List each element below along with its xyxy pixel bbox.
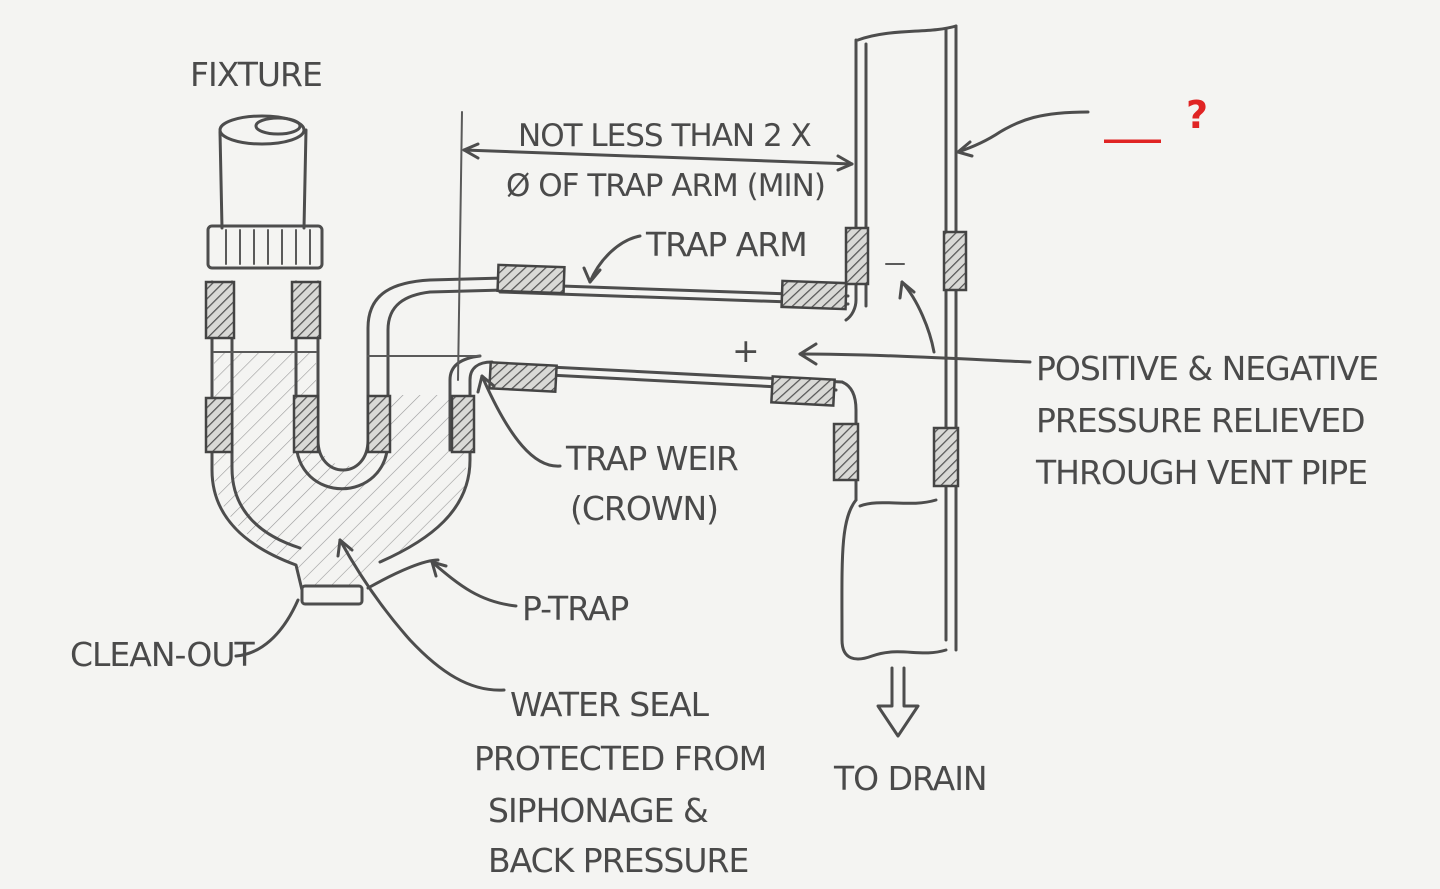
label-pressure-line2: PRESSURE RELIEVED <box>1036 401 1365 440</box>
label-to-drain: TO DRAIN <box>833 759 987 798</box>
label-water-seal-line2: PROTECTED FROM <box>474 739 766 778</box>
label-trap-weir-line2: (CROWN) <box>570 489 718 528</box>
leader-lines <box>234 110 1090 692</box>
label-unknown-blank: ___ <box>1104 99 1161 143</box>
dimension-indicator <box>457 111 854 381</box>
label-dimension-line1: NOT LESS THAN 2 X <box>518 118 812 154</box>
plus-sign: + <box>732 331 759 370</box>
label-trap-arm: TRAP ARM <box>645 225 807 264</box>
label-pressure-line3: THROUGH VENT PIPE <box>1035 453 1367 492</box>
label-fixture: FIXTURE <box>190 55 322 94</box>
label-trap-weir-line1: TRAP WEIR <box>565 439 738 478</box>
stack-vent-pipe <box>840 24 968 738</box>
p-trap-body <box>204 276 506 606</box>
label-water-seal-line4: BACK PRESSURE <box>488 841 748 880</box>
label-dimension-line2: Ø OF TRAP ARM (MIN) <box>506 168 825 204</box>
label-p-trap: P-TRAP <box>522 589 628 628</box>
trap-arm <box>488 263 860 502</box>
label-water-seal-line3: SIPHONAGE & <box>488 791 708 830</box>
label-water-seal-line1: WATER SEAL <box>510 685 710 724</box>
fixture-tailpiece <box>206 114 324 270</box>
label-clean-out: CLEAN-OUT <box>70 635 255 674</box>
label-unknown-mark: ? <box>1186 93 1208 137</box>
label-pressure-line1: POSITIVE & NEGATIVE <box>1036 349 1378 388</box>
